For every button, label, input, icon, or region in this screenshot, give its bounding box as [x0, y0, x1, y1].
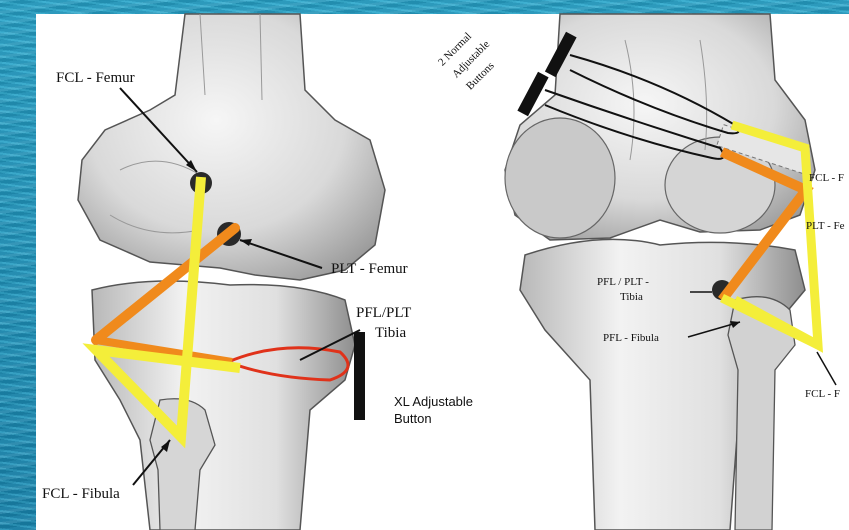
label-right-fcl-femur: FCL - F — [809, 172, 844, 184]
label-right-plt-femur: PLT - Fe — [806, 220, 845, 232]
label-xl-button-1: XL Adjustable — [394, 395, 473, 409]
label-fcl-fibula: FCL - Fibula — [42, 486, 120, 503]
right-fcl-fibula-leader — [817, 352, 836, 385]
label-right-pfl-plt-tibia-1: PFL / PLT - — [597, 276, 649, 288]
label-plt-femur: PLT - Femur — [331, 261, 408, 278]
label-xl-button-2: Button — [394, 412, 432, 426]
label-fcl-femur: FCL - Femur — [56, 70, 135, 87]
right-femur-bone — [505, 14, 815, 240]
label-pfl-plt-tibia-1: PFL/PLT — [356, 305, 411, 322]
label-pfl-plt-tibia-2: Tibia — [375, 325, 406, 342]
label-right-pfl-fibula: PFL - Fibula — [603, 332, 659, 344]
label-right-fcl-fibula: FCL - F — [805, 388, 840, 400]
left-tibia-bone — [92, 281, 355, 530]
xl-adjustable-button — [354, 332, 365, 420]
label-right-pfl-plt-tibia-2: Tibia — [620, 291, 643, 303]
